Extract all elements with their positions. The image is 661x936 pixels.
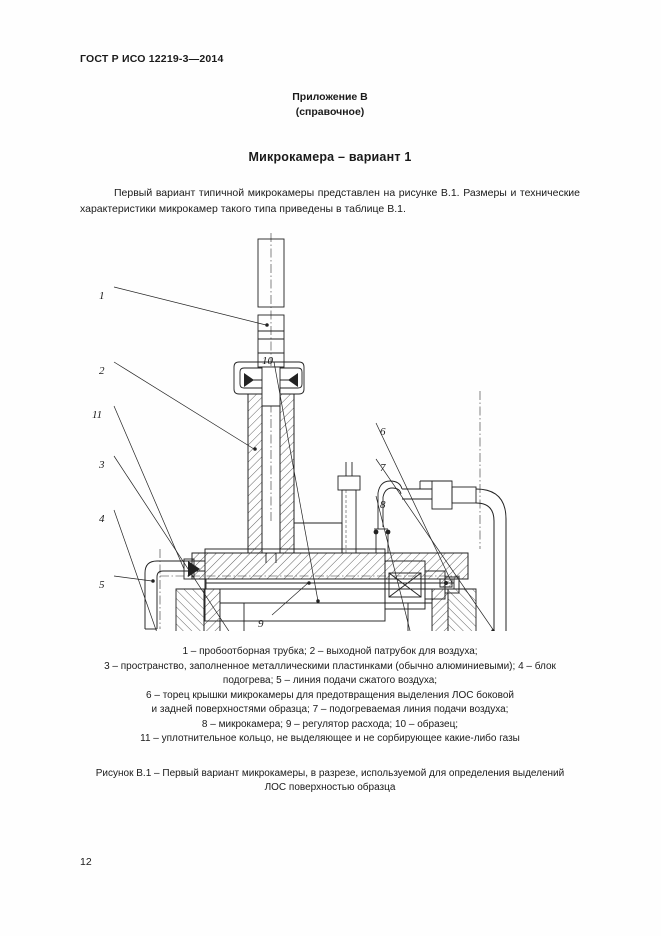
callout-label-1: 1 — [99, 290, 105, 302]
callout-label-4: 4 — [99, 513, 105, 525]
microchamber-cross-section-drawing — [113, 233, 507, 631]
callout-label-8: 8 — [380, 499, 386, 511]
page-number: 12 — [80, 856, 92, 868]
callout-label-2: 2 — [99, 365, 105, 377]
callout-label-7: 7 — [380, 462, 386, 474]
callout-label-6: 6 — [380, 426, 386, 438]
callout-label-3: 3 — [99, 459, 105, 471]
callout-label-5: 5 — [99, 579, 105, 591]
legend-line-7: 11 – уплотнительное кольцо, не выделяюще… — [140, 733, 520, 744]
figure-legend: 1 – пробоотборная трубка; 2 – выходной п… — [80, 645, 580, 747]
caption-line-1: Рисунок В.1 – Первый вариант микрокамеры… — [95, 767, 565, 779]
callout-label-9: 9 — [258, 618, 264, 630]
legend-line-4: 6 – торец крышки микрокамеры для предотв… — [146, 689, 514, 701]
section-title: Микрокамера – вариант 1 — [248, 150, 412, 164]
legend-line-6: 8 – микрокамера; 9 – регулятор расхода; … — [201, 718, 459, 730]
body-paragraph: Первый вариант типичной микрокамеры пред… — [80, 187, 580, 215]
page-content: ГОСТ Р ИСО 12219-3—2014 Приложение В (сп… — [80, 52, 580, 796]
annex-subtitle: (справочное) — [295, 106, 365, 118]
annex-title: Приложение В — [292, 91, 368, 103]
legend-line-1: 1 – пробоотборная трубка; 2 – выходной п… — [182, 646, 478, 657]
figure-microchamber: 1 2 11 3 4 5 6 7 8 9 10 — [80, 231, 580, 631]
legend-line-5: и задней поверхностями образца; 7 – подо… — [151, 704, 509, 715]
callout-leaders — [113, 286, 495, 631]
legend-line-3: подогрева; 5 – линия подачи сжатого возд… — [222, 675, 438, 686]
callout-label-10: 10 — [262, 355, 273, 367]
legend-line-2: 3 – пространство, заполненное металличес… — [104, 660, 556, 672]
annex-heading-block: Приложение В (справочное) — [80, 90, 580, 120]
figure-caption: Рисунок В.1 – Первый вариант микрокамеры… — [80, 767, 580, 796]
document-standard-header: ГОСТ Р ИСО 12219-3—2014 — [80, 53, 224, 65]
caption-line-2: ЛОС поверхностью образца — [264, 782, 396, 793]
callout-label-11: 11 — [92, 409, 103, 421]
